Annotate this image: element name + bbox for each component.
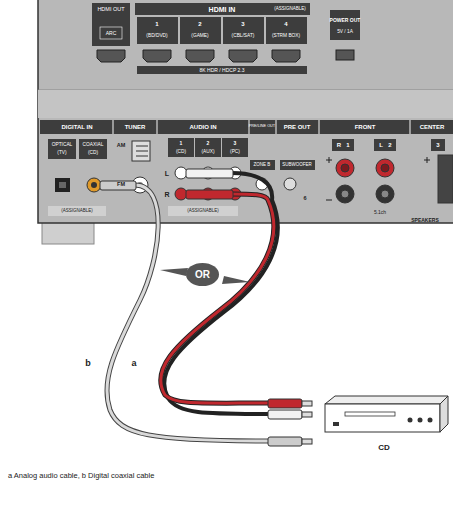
panel-label: R: [164, 191, 169, 198]
panel-label: 3: [234, 141, 237, 146]
panel-label: 2: [198, 21, 201, 27]
panel-label: CENTER: [420, 124, 445, 130]
panel-label: AM: [117, 143, 126, 149]
panel-label: 3: [436, 142, 439, 148]
panel-label: HDMI IN: [209, 6, 236, 13]
panel-label: CD: [378, 444, 390, 452]
panel-label: (ASSIGNABLE): [187, 209, 219, 214]
panel-label: 2: [388, 142, 391, 148]
panel-label: 5V / 1A: [337, 30, 353, 35]
panel-label: TUNER: [125, 124, 146, 130]
panel-label: 2: [207, 141, 210, 146]
panel-label: SPEAKERS: [411, 218, 439, 223]
panel-label: (BD/DVD): [146, 34, 167, 39]
panel-label: (STRM BOX): [272, 34, 300, 39]
caption: a Analog audio cable, b Digital coaxial …: [8, 472, 154, 480]
panel-label: AUDIO IN: [190, 124, 217, 130]
or-text: OR: [195, 269, 210, 280]
panel-label: ZONE B: [254, 163, 271, 168]
panel-label: (AUX): [201, 149, 214, 154]
panel-label: (CBL/SAT): [232, 34, 255, 39]
panel-label: (CD): [176, 149, 186, 154]
panel-label: (ASSIGNABLE): [274, 7, 306, 12]
panel-label: R: [337, 142, 341, 148]
panel-label: HDMI OUT: [97, 7, 124, 13]
panel-label: (PC): [230, 149, 240, 154]
panel-label: (GAME): [191, 34, 208, 39]
panel-label: PRE OUT: [284, 124, 311, 130]
panel-label: COAXIAL: [83, 143, 104, 148]
panel-label: 1: [346, 142, 349, 148]
panel-label: (ASSIGNABLE): [61, 209, 93, 214]
panel-label: 1: [180, 141, 183, 146]
panel-label: (CD): [88, 151, 98, 156]
panel-label: SUBWOOFER: [282, 163, 312, 168]
panel-label: L: [165, 170, 169, 177]
panel-label: 4: [284, 21, 287, 27]
panel-label: 8K HDR / HDCP 2.3: [200, 68, 245, 73]
panel-label: DIGITAL IN: [61, 124, 92, 130]
panel-label: FM: [117, 182, 125, 188]
panel-label: 5.1ch: [374, 210, 386, 215]
panel-label: OPTICAL: [52, 143, 73, 148]
panel-label: PRE/LINE OUT: [249, 125, 275, 129]
panel-label: 6: [303, 196, 306, 202]
panel-label: b: [85, 359, 91, 368]
panel-label: 3: [241, 21, 244, 27]
panel-label: a: [131, 359, 136, 368]
panel-label: (TV): [57, 151, 66, 156]
or-bubble: OR: [186, 263, 219, 286]
panel-label: 1: [155, 21, 158, 27]
panel-label: ARC: [106, 31, 117, 36]
panel-label: FRONT: [355, 124, 376, 130]
panel-label: POWER OUT: [330, 18, 361, 23]
panel-label: L: [379, 142, 383, 148]
